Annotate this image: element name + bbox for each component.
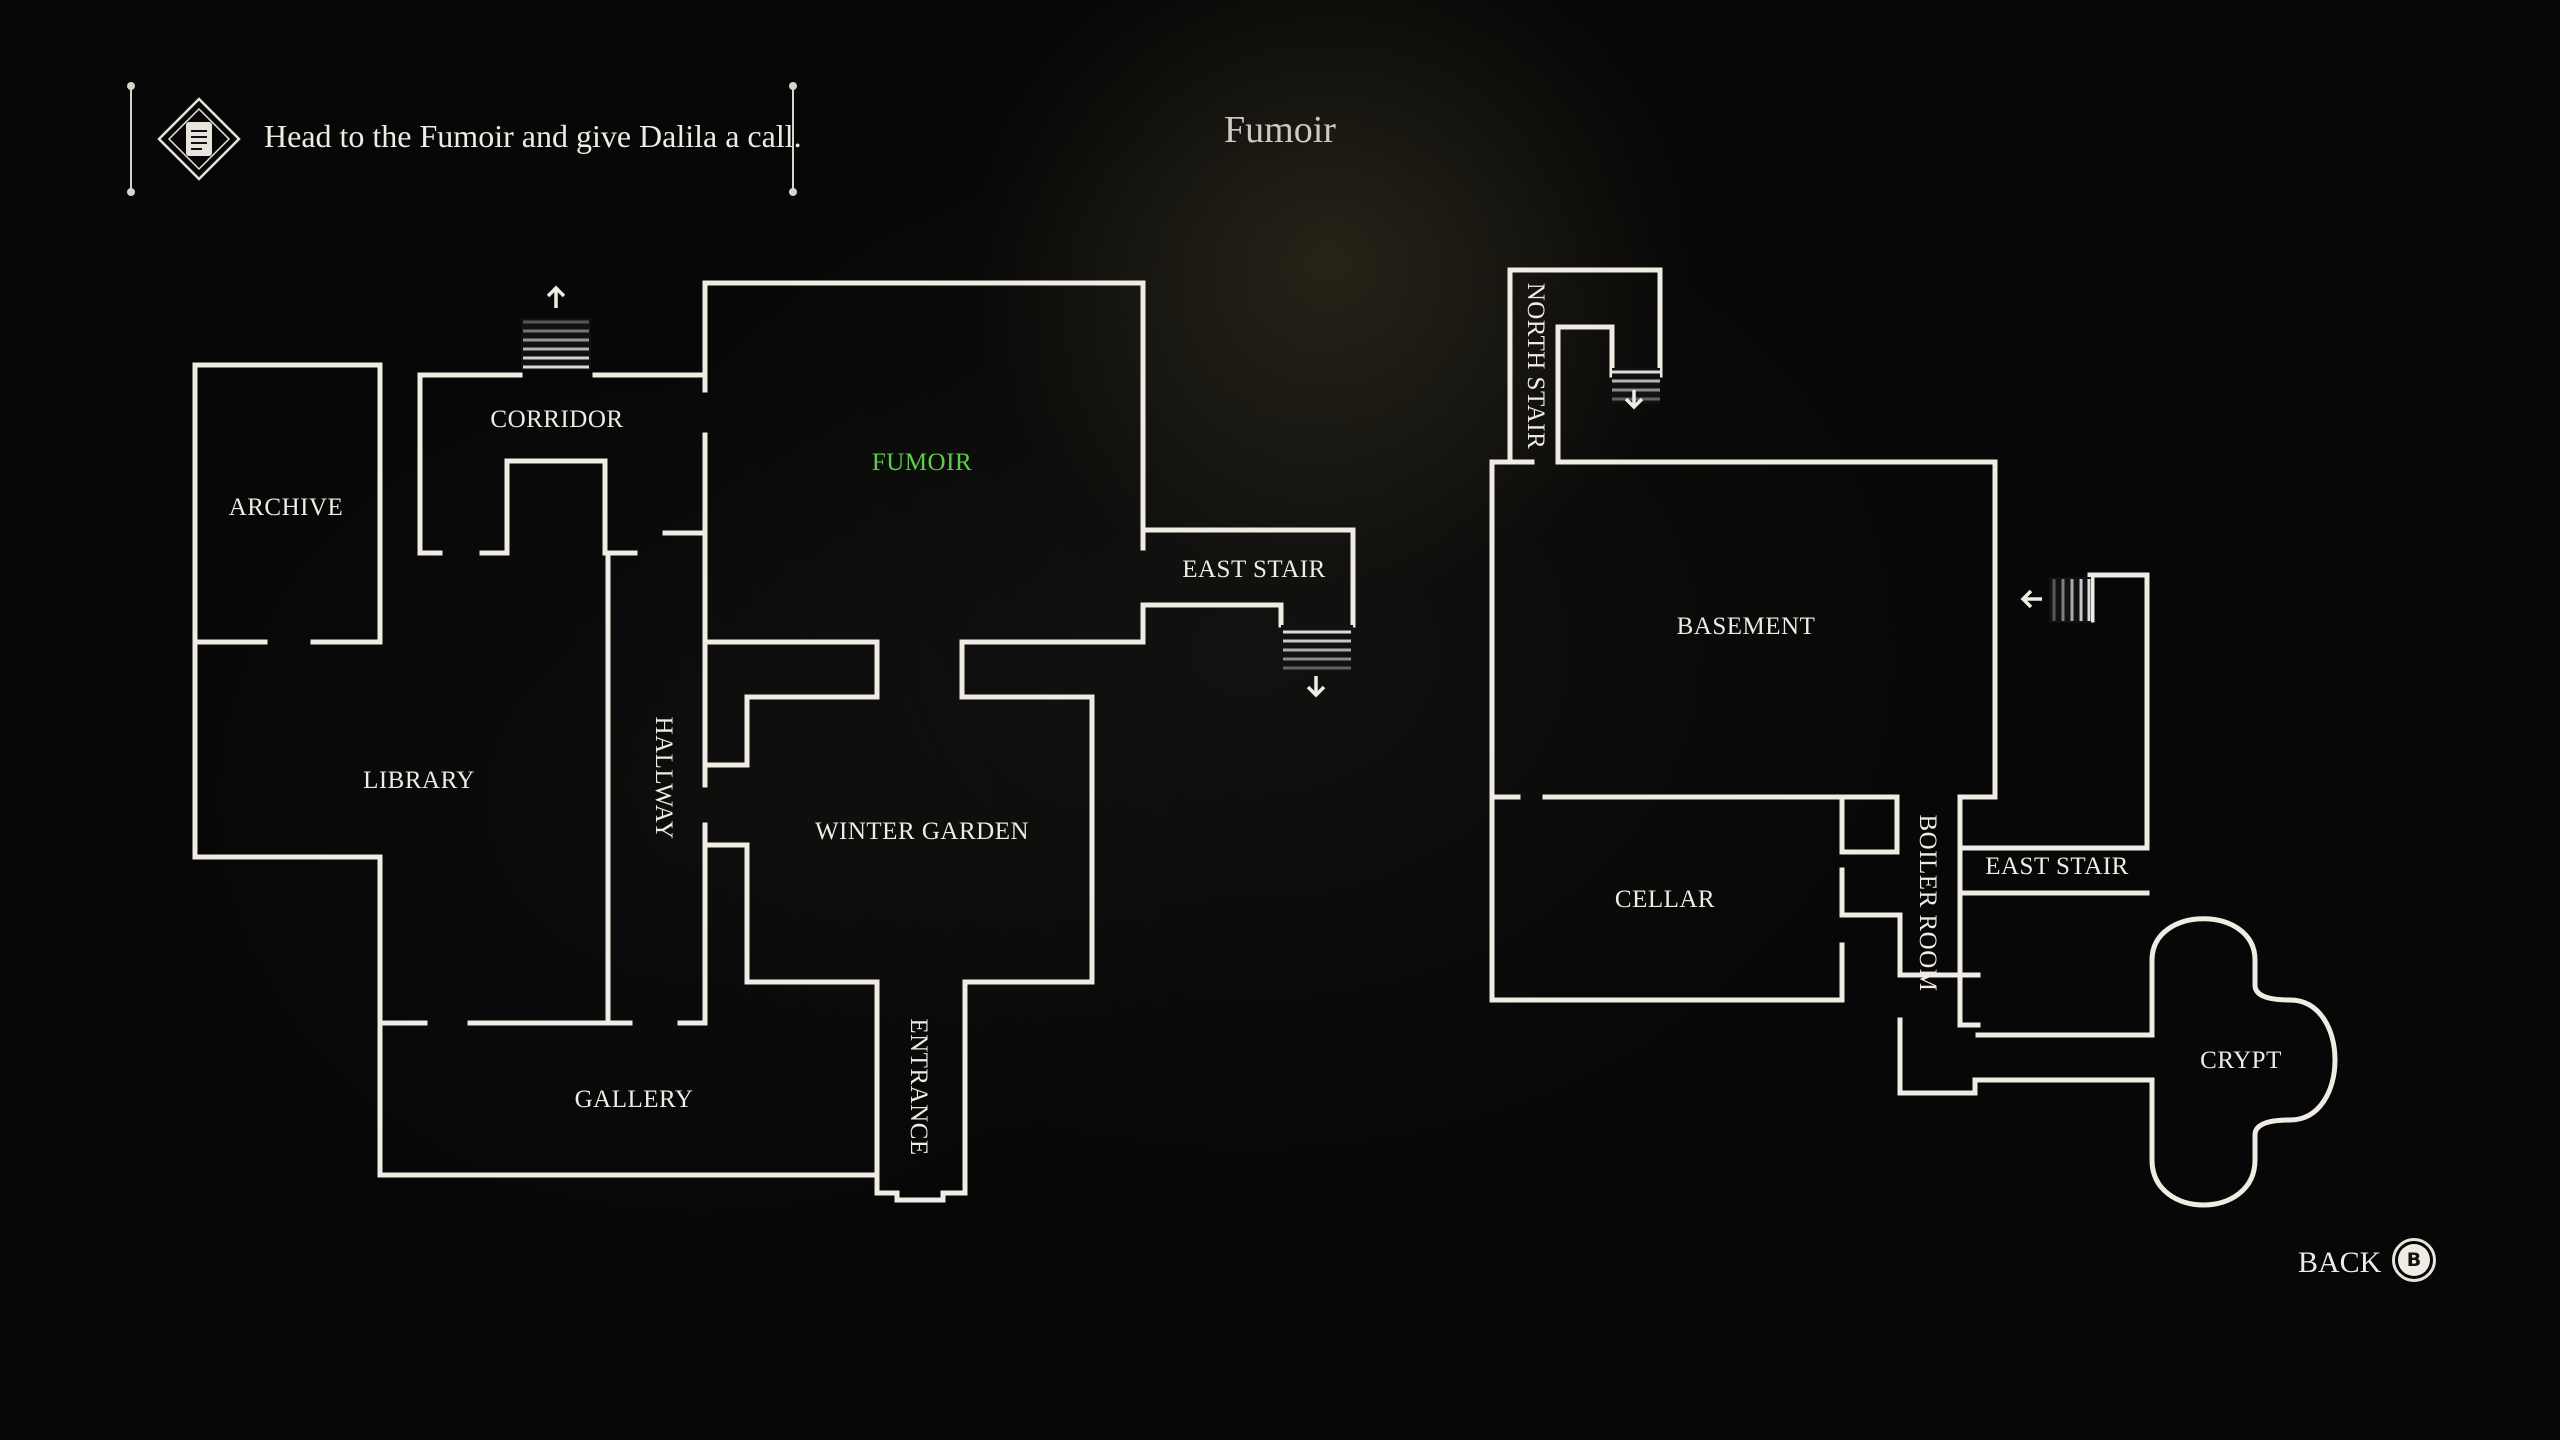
- upper-floor-walls: [192, 280, 1356, 1203]
- objective-text: Head to the Fumoir and give Dalila a cal…: [264, 118, 802, 154]
- b-button-glyph: B: [2398, 1244, 2430, 1276]
- room-gallery[interactable]: GALLERY: [575, 1086, 694, 1113]
- room-north-stair[interactable]: NORTH STAIR: [1522, 283, 1549, 450]
- room-fumoir[interactable]: FUMOIR: [872, 449, 972, 476]
- room-hallway[interactable]: HALLWAY: [650, 717, 677, 840]
- room-east-stair-upper[interactable]: EAST STAIR: [1182, 556, 1326, 583]
- arrow-down-icon: [1306, 676, 1326, 698]
- room-archive[interactable]: ARCHIVE: [229, 494, 344, 521]
- room-boiler-room[interactable]: BOILER ROOM: [1914, 814, 1941, 991]
- stairs-upper-east[interactable]: [1281, 625, 1353, 675]
- arrow-up-icon: [546, 285, 566, 308]
- back-label: BACK: [2298, 1246, 2382, 1279]
- b-button-icon: B: [2392, 1238, 2436, 1282]
- objective-panel: Head to the Fumoir and give Dalila a cal…: [127, 82, 802, 196]
- lower-floor-walls: [1489, 267, 2338, 1208]
- room-corridor[interactable]: CORRIDOR: [490, 406, 623, 433]
- stairs-upper-north[interactable]: [521, 318, 591, 370]
- room-entrance[interactable]: ENTRANCE: [905, 1018, 932, 1155]
- objective-left-divider: [127, 82, 135, 196]
- stairs-north-stair[interactable]: [1612, 368, 1660, 404]
- arrow-down-icon: [1624, 390, 1644, 410]
- room-winter-garden[interactable]: WINTER GARDEN: [815, 818, 1029, 845]
- objective-right-divider: [789, 82, 797, 196]
- room-library[interactable]: LIBRARY: [363, 767, 475, 794]
- room-east-stair-lower[interactable]: EAST STAIR: [1985, 853, 2129, 880]
- room-basement[interactable]: BASEMENT: [1677, 613, 1816, 640]
- stairs-lower-east[interactable]: [2049, 577, 2091, 623]
- arrow-left-icon: [2020, 589, 2042, 609]
- current-location-title: Fumoir: [1224, 109, 1336, 151]
- room-crypt[interactable]: CRYPT: [2200, 1047, 2282, 1074]
- room-cellar[interactable]: CELLAR: [1615, 886, 1715, 913]
- quest-scroll-icon: [157, 97, 241, 181]
